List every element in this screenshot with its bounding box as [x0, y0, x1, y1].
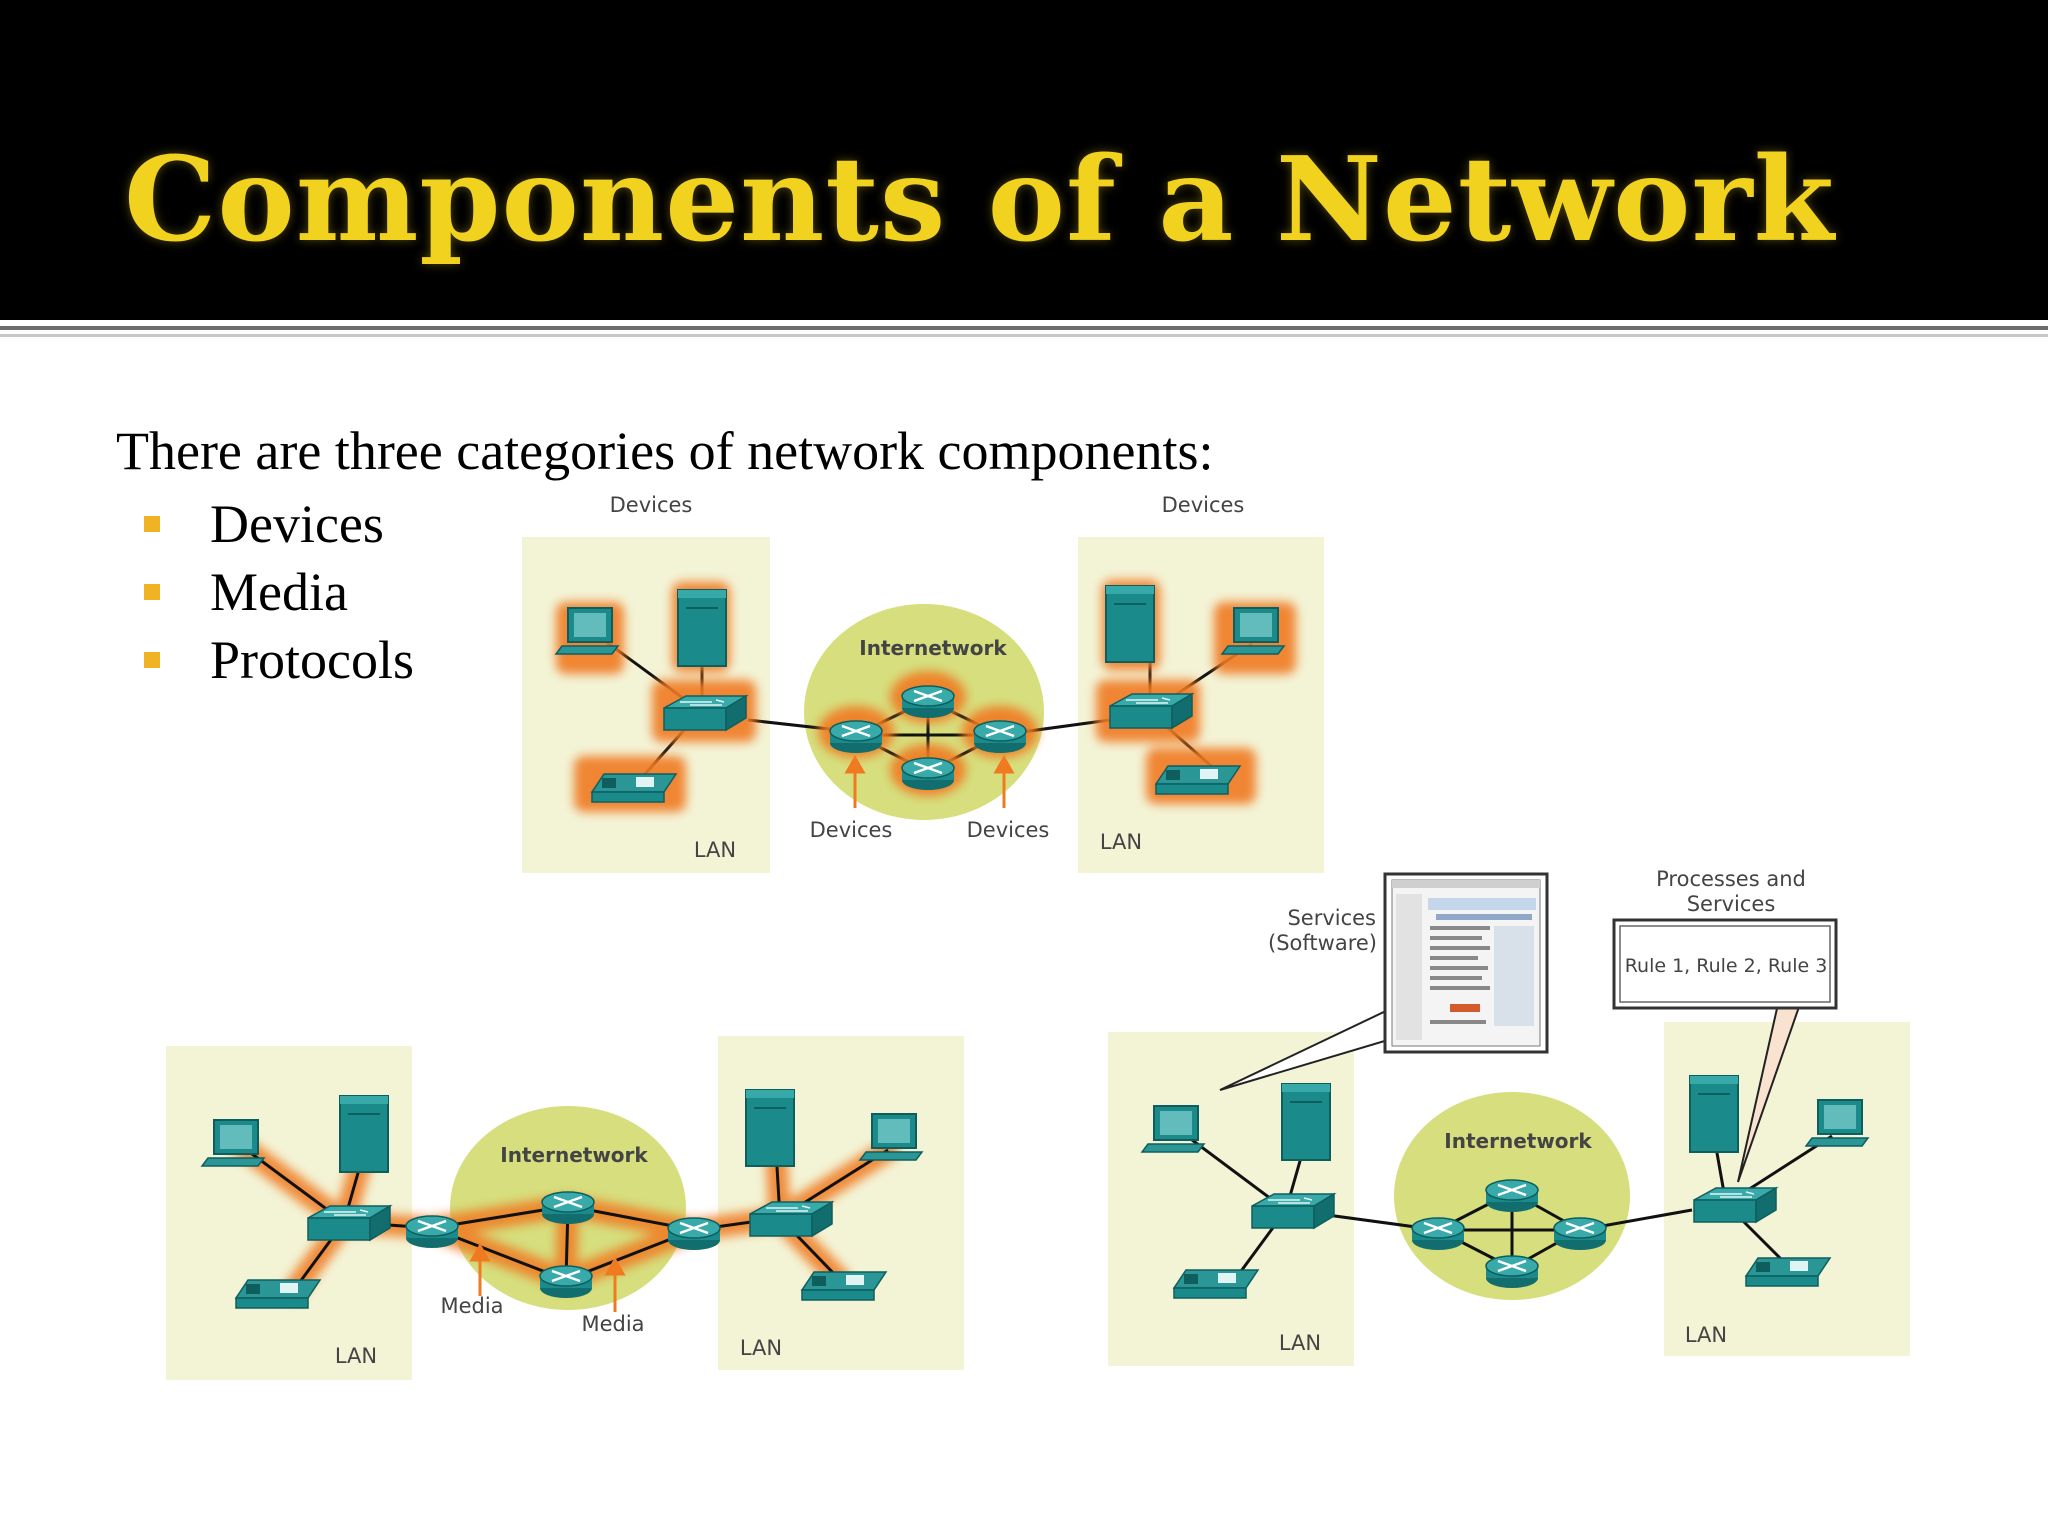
square-bullet-icon: [144, 652, 160, 668]
services-diagram: Services (Software) Processes and Servic…: [1108, 867, 1910, 1366]
router-icon: [1484, 1178, 1540, 1214]
media-label: Media: [440, 1294, 503, 1318]
title-bar: [0, 0, 2048, 320]
internetwork-label: Internetwork: [859, 636, 1007, 660]
processes-label: Processes and: [1656, 867, 1806, 891]
bullet-item-protocols: Protocols: [144, 626, 414, 694]
bullet-item-devices: Devices: [144, 490, 414, 558]
server-icon: [1281, 1083, 1331, 1161]
software-screenshot-icon: [1383, 872, 1549, 1054]
devices-diagram: Devices Devices Internetwork Devices Dev…: [522, 493, 1324, 873]
media-label: Media: [581, 1312, 644, 1336]
devices-arrow-label: Devices: [810, 818, 893, 842]
square-bullet-icon: [144, 584, 160, 600]
title-divider-light: [0, 334, 2048, 337]
intro-text: There are three categories of network co…: [116, 421, 1214, 481]
ip-phone-icon: [1155, 765, 1241, 795]
switch-icon: [1693, 1187, 1777, 1223]
switch-icon: [663, 695, 747, 731]
lan-label: LAN: [1685, 1323, 1727, 1347]
switch-icon: [1251, 1193, 1335, 1229]
router-icon: [900, 756, 956, 792]
lan-label: LAN: [1100, 830, 1142, 854]
bullet-label: Devices: [210, 494, 384, 554]
switch-icon: [307, 1205, 391, 1241]
rules-callout-box: [1612, 918, 1838, 1010]
server-icon: [1105, 585, 1155, 663]
router-icon: [972, 719, 1028, 755]
devices-arrow-label: Devices: [967, 818, 1050, 842]
router-icon: [1410, 1216, 1466, 1252]
server-icon: [339, 1095, 389, 1173]
lan-label: LAN: [740, 1336, 782, 1360]
router-icon: [900, 684, 956, 720]
router-icon: [828, 719, 884, 755]
internetwork-label: Internetwork: [1444, 1129, 1592, 1153]
switch-icon: [1109, 693, 1193, 729]
server-icon: [677, 589, 727, 667]
server-icon: [1689, 1075, 1739, 1153]
bullet-label: Media: [210, 562, 348, 622]
router-icon: [404, 1214, 460, 1250]
slide-title: Components of a Network: [124, 132, 1836, 268]
router-icon: [538, 1264, 594, 1300]
devices-label: Devices: [610, 493, 693, 517]
services-label: (Software): [1268, 931, 1377, 955]
router-icon: [1552, 1216, 1608, 1252]
switch-icon: [749, 1201, 833, 1237]
square-bullet-icon: [144, 516, 160, 532]
ip-phone-icon: [591, 773, 677, 803]
lan-label: LAN: [1279, 1331, 1321, 1355]
lan-panel: [1664, 1022, 1910, 1356]
processes-label: Services: [1687, 892, 1776, 916]
lan-label: LAN: [335, 1344, 377, 1368]
category-list: Devices Media Protocols: [144, 490, 414, 694]
internetwork-label: Internetwork: [500, 1143, 648, 1167]
title-divider: [0, 326, 2048, 330]
ip-phone-icon: [1745, 1257, 1831, 1287]
router-icon: [666, 1216, 722, 1252]
rules-text: Rule 1, Rule 2, Rule 3: [1625, 955, 1828, 977]
lan-panel: [718, 1036, 964, 1370]
services-label: Services: [1287, 906, 1376, 930]
ip-phone-icon: [801, 1271, 887, 1301]
server-icon: [745, 1089, 795, 1167]
router-icon: [1484, 1254, 1540, 1290]
lan-label: LAN: [694, 838, 736, 862]
ip-phone-icon: [235, 1279, 321, 1309]
media-diagram: Internetwork Media Media LAN LAN: [166, 1036, 964, 1380]
ip-phone-icon: [1173, 1269, 1259, 1299]
devices-label: Devices: [1162, 493, 1245, 517]
bullet-label: Protocols: [210, 630, 415, 690]
bullet-item-media: Media: [144, 558, 414, 626]
router-icon: [540, 1190, 596, 1226]
